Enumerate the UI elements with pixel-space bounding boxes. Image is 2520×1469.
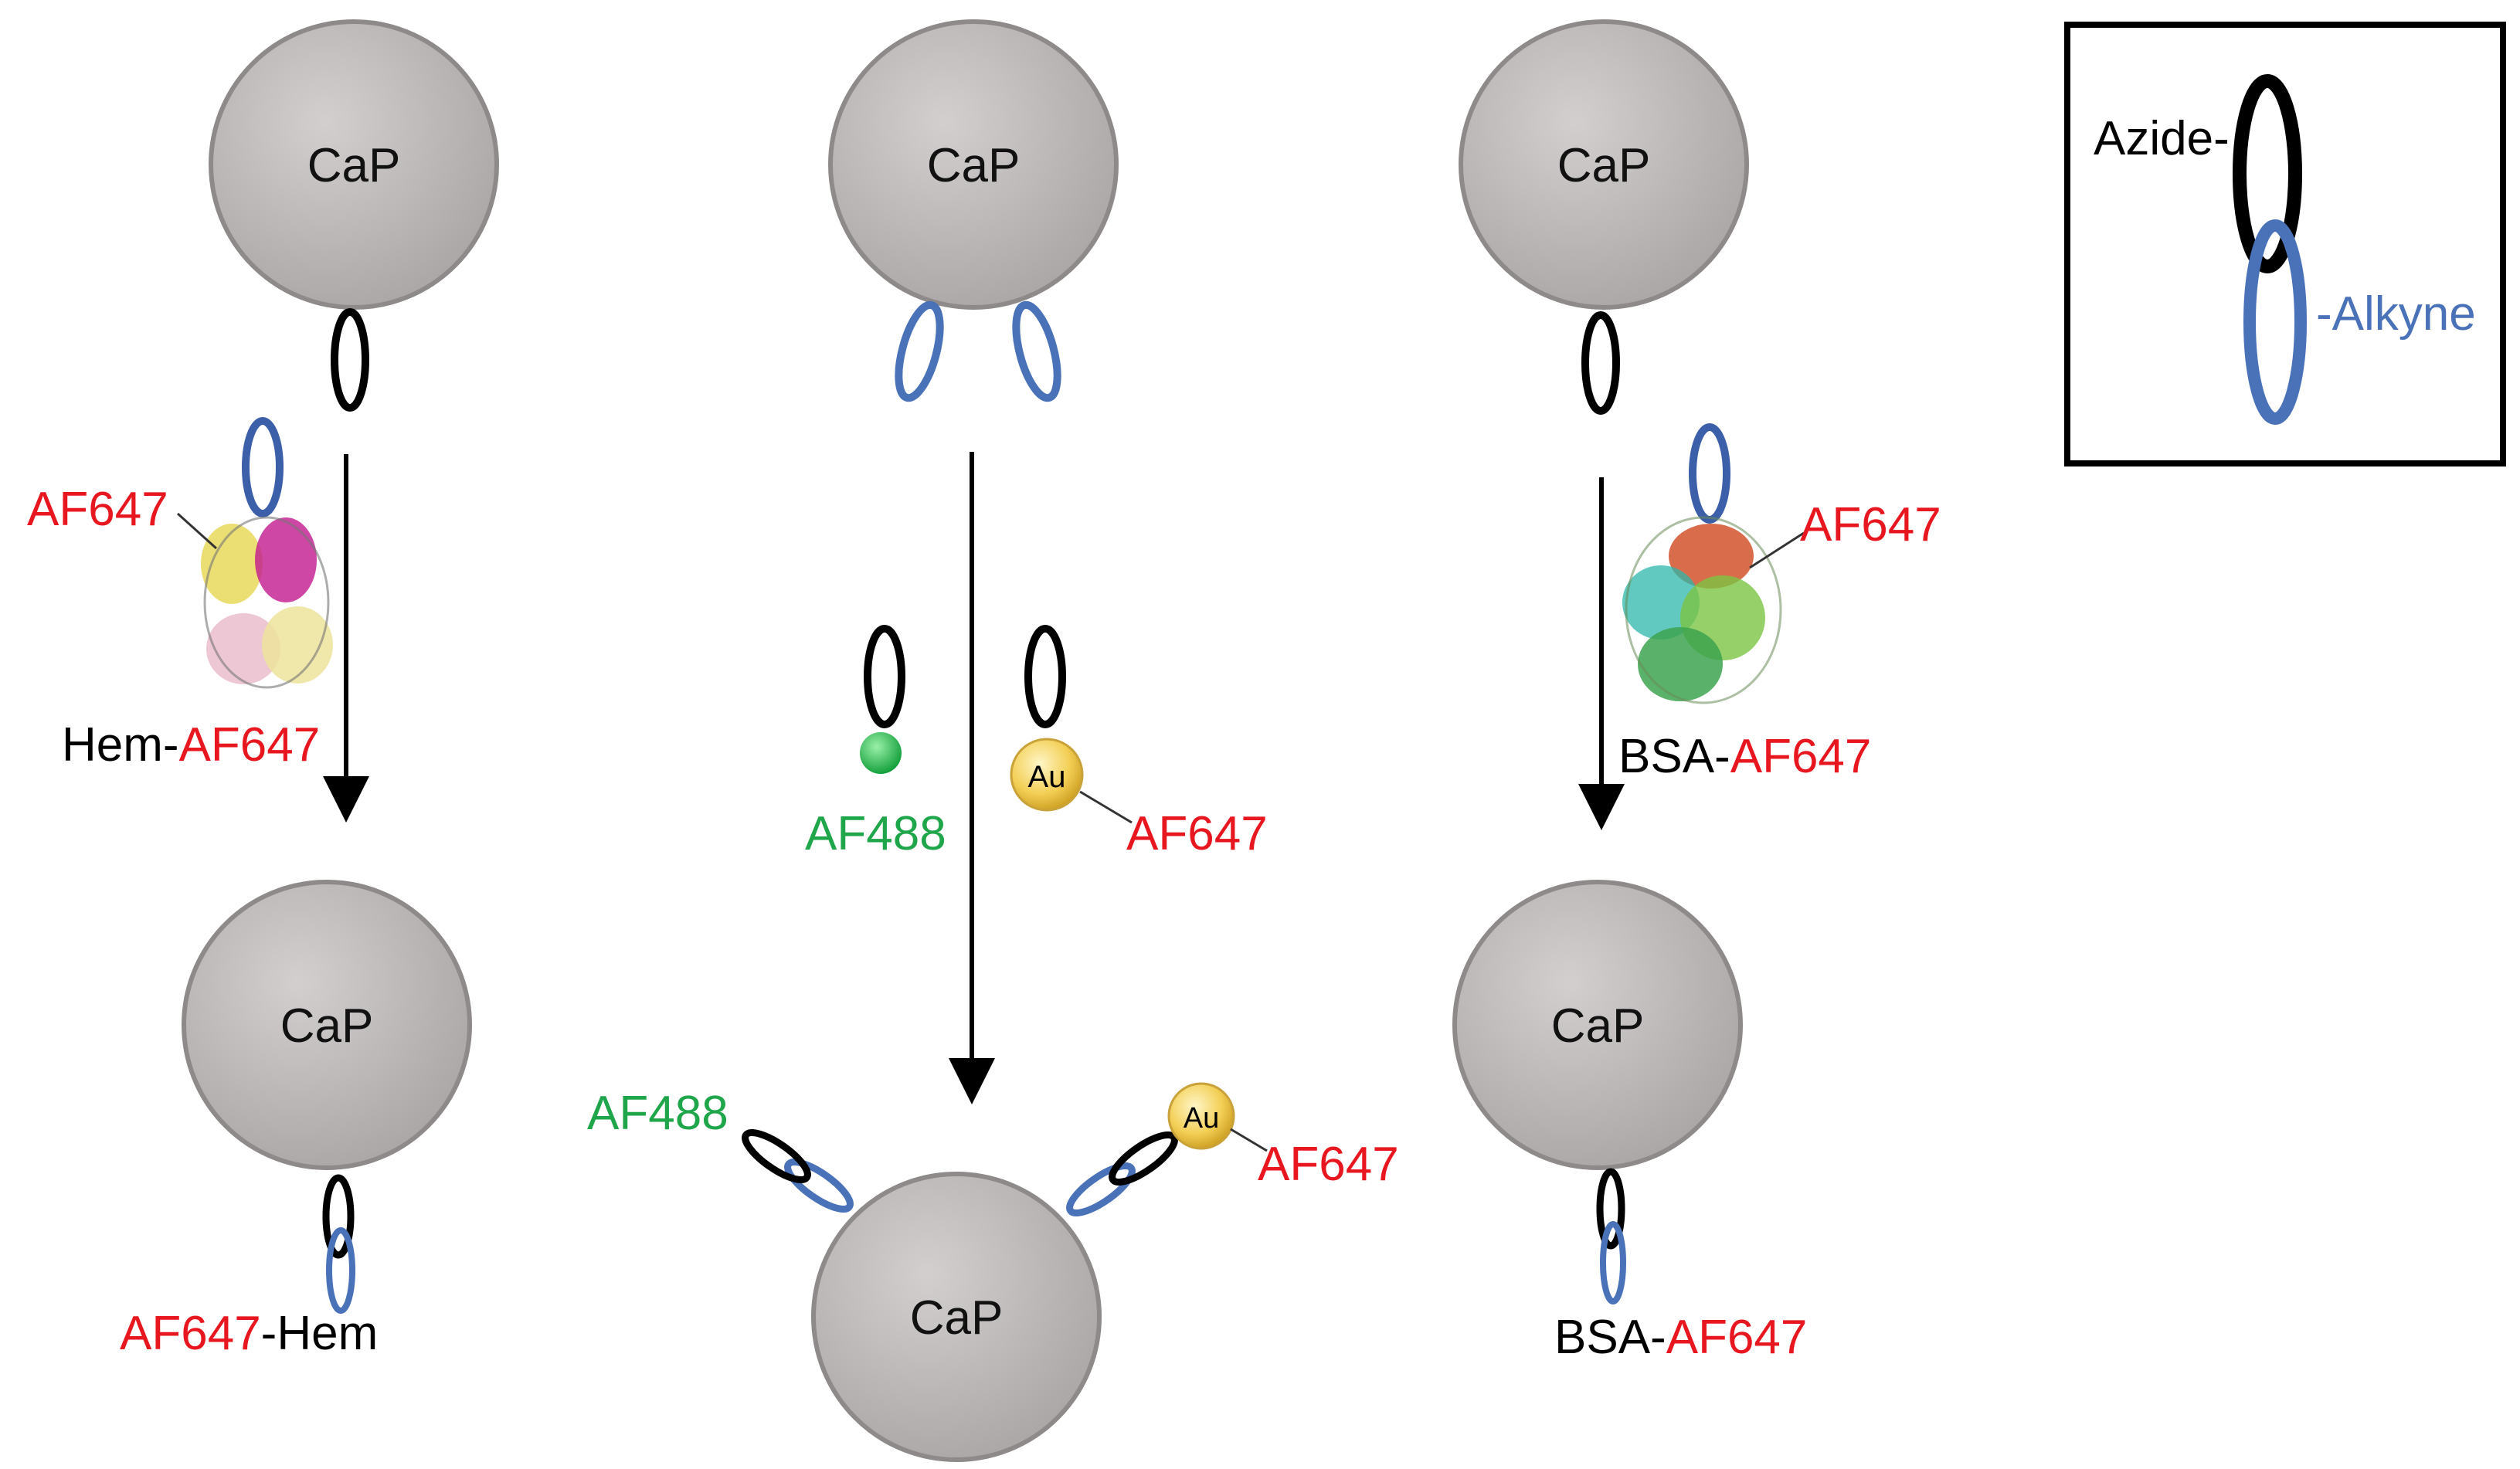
cap-particle-bottom-middle xyxy=(811,1172,1102,1462)
label-leader-line xyxy=(176,512,218,550)
legend-box: Azide- -Alkyne xyxy=(2064,22,2506,466)
alkyne-linker-icon xyxy=(242,417,284,517)
alkyne-linker-icon xyxy=(1066,1162,1136,1216)
azide-linker-icon xyxy=(1109,1131,1178,1186)
cap-label: CaP xyxy=(280,999,374,1053)
dye-label-af647: AF647 xyxy=(27,483,168,536)
label-leader-line xyxy=(1079,790,1133,824)
alkyne-linker-icon xyxy=(1012,300,1061,402)
alkyne-linker-icon xyxy=(1600,1221,1626,1304)
alkyne-linker-icon xyxy=(1689,423,1730,524)
gold-label: Au xyxy=(1028,760,1066,794)
azide-linker-icon xyxy=(742,1129,811,1183)
dye-label-af488: AF488 xyxy=(805,807,946,860)
alkyne-label: -Alkyne xyxy=(2316,287,2476,341)
bsa-protein-icon xyxy=(1622,516,1782,704)
product-label: BSA-AF647 xyxy=(1554,1311,1807,1364)
azide-linker-icon xyxy=(331,308,369,412)
reagent-label: Hem-AF647 xyxy=(62,718,320,772)
left-column: CaP AF647 Hem-AF647 CaP AF647-Hem xyxy=(27,19,499,1360)
cap-particle-top-left xyxy=(209,19,499,310)
cap-label: CaP xyxy=(1551,999,1645,1053)
dye-label-af647: AF647 xyxy=(1126,807,1268,860)
cap-particle-top-right xyxy=(1459,19,1749,310)
product-dye-label-af647: AF647 xyxy=(1258,1138,1399,1191)
azide-linker-icon xyxy=(864,625,905,728)
gold-label: Au xyxy=(1184,1102,1219,1135)
cap-particle-top-middle xyxy=(828,19,1119,310)
azide-linker-icon xyxy=(1024,625,1066,728)
label-leader-line xyxy=(1749,531,1805,569)
dye-label-af647: AF647 xyxy=(1800,498,1941,551)
hemoglobin-protein-icon xyxy=(201,516,333,689)
alkyne-linker-icon xyxy=(895,300,944,402)
label-leader-line xyxy=(1230,1128,1268,1152)
cap-label: CaP xyxy=(307,139,401,192)
product-dye-label-af488: AF488 xyxy=(587,1087,728,1140)
reagent-label: BSA-AF647 xyxy=(1618,730,1871,783)
right-column: CaP AF647 BSA-AF647 CaP BSA-AF647 xyxy=(1452,19,1941,1364)
azide-linker-icon xyxy=(1581,311,1620,415)
azide-linker-icon xyxy=(2233,74,2302,273)
product-label: AF647-Hem xyxy=(120,1307,378,1360)
alkyne-linker-icon xyxy=(784,1159,854,1213)
cap-label: CaP xyxy=(927,139,1021,192)
azide-linker-icon xyxy=(322,1174,355,1259)
middle-column: CaP AF488 Au AF647 CaP AF488 Au AF647 xyxy=(587,19,1399,1462)
alkyne-linker-icon xyxy=(2243,219,2307,425)
cap-label: CaP xyxy=(910,1291,1004,1345)
azide-label: Azide- xyxy=(2094,112,2230,165)
gold-nanoparticle-icon xyxy=(1010,738,1084,812)
gold-nanoparticle-icon xyxy=(1167,1082,1235,1150)
cap-particle-bottom-left xyxy=(182,880,472,1170)
cap-particle-bottom-right xyxy=(1452,880,1743,1170)
alkyne-linker-icon xyxy=(326,1227,355,1314)
cap-label: CaP xyxy=(1557,139,1651,192)
af488-dye-bead-icon xyxy=(860,732,902,774)
azide-linker-icon xyxy=(1596,1168,1625,1250)
